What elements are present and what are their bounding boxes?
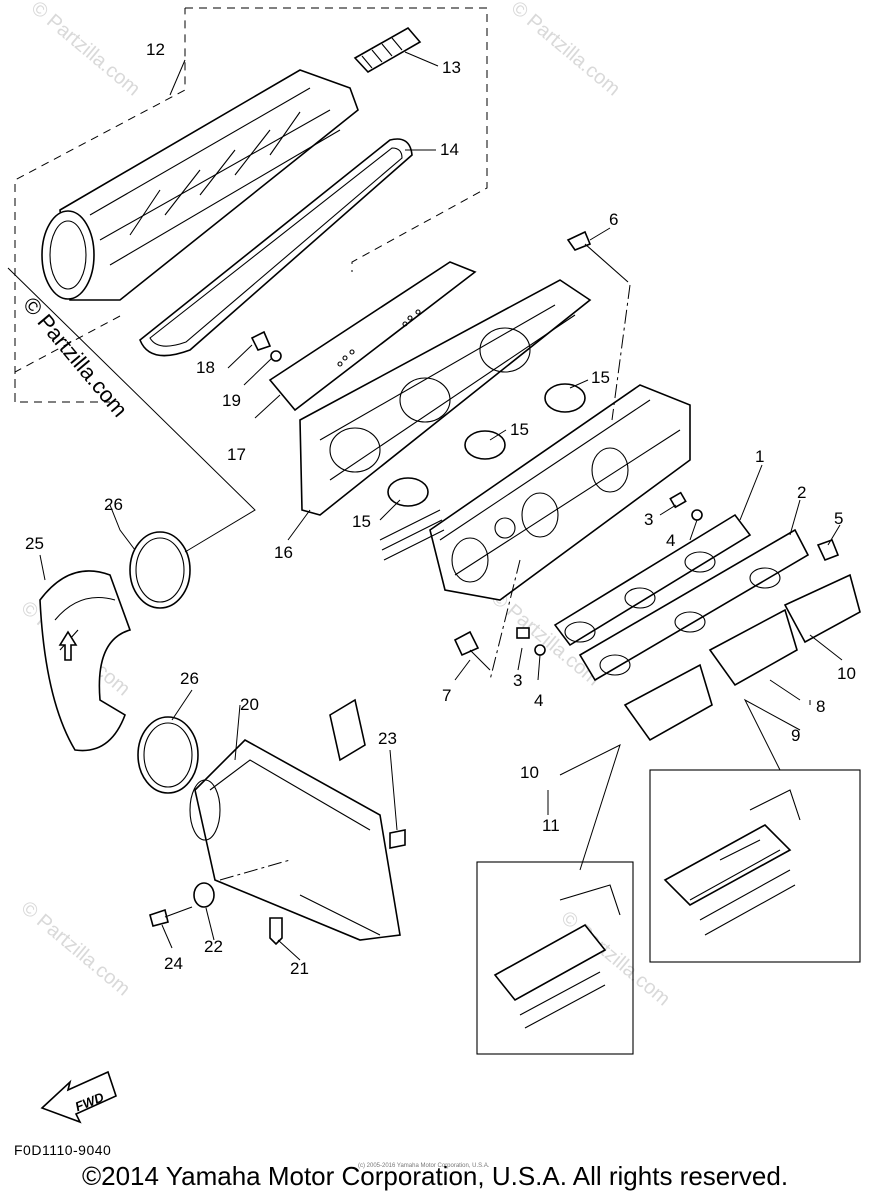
connection-lines bbox=[7, 267, 631, 881]
drain-21 bbox=[269, 917, 283, 946]
callout-label: 25 bbox=[25, 534, 44, 553]
filter-element bbox=[353, 26, 422, 74]
leader-lines bbox=[39, 51, 843, 961]
reed-valves bbox=[623, 573, 861, 742]
air-box-cover bbox=[41, 69, 359, 301]
grommet-23 bbox=[389, 829, 406, 849]
callout-label: 26 bbox=[180, 669, 199, 688]
callout-label: 15 bbox=[510, 420, 529, 439]
filter-plate bbox=[268, 261, 477, 412]
callout-labels: 1 2 3 3 4 4 5 6 7 8 9 10 10 11 12 13 14 … bbox=[25, 40, 856, 978]
arrow-marker bbox=[58, 630, 78, 661]
callout-label: 4 bbox=[666, 531, 675, 550]
callout-label: 20 bbox=[240, 695, 259, 714]
callout-label: 15 bbox=[352, 512, 371, 531]
watermark: © Partzilla.com bbox=[17, 897, 134, 1000]
callout-label: 14 bbox=[440, 140, 459, 159]
callout-label: 8 bbox=[816, 697, 825, 716]
fwd-arrow-icon: FWD bbox=[40, 1070, 117, 1124]
callout-label: 2 bbox=[797, 483, 806, 502]
callout-label: 21 bbox=[290, 959, 309, 978]
airbox-group-outline bbox=[14, 7, 488, 403]
callout-label: 9 bbox=[791, 726, 800, 745]
callout-label: 19 bbox=[222, 391, 241, 410]
air-box-gasket bbox=[139, 138, 413, 357]
watermark: © Partzilla.com bbox=[507, 0, 624, 100]
reed-detail-11 bbox=[493, 884, 621, 1029]
callout-label: 10 bbox=[837, 664, 856, 683]
o-rings bbox=[387, 383, 586, 507]
hose-clamp-lower bbox=[137, 716, 199, 794]
callout-label: 18 bbox=[196, 358, 215, 377]
callout-label: 16 bbox=[274, 543, 293, 562]
throttle-body-assembly bbox=[379, 384, 691, 601]
callout-label: 1 bbox=[755, 447, 764, 466]
callout-label: 11 bbox=[542, 816, 560, 835]
watermark: © Partzilla.com bbox=[27, 0, 144, 100]
callout-label: 22 bbox=[204, 937, 223, 956]
detail-box-11 bbox=[476, 861, 634, 1055]
callout-label: 4 bbox=[534, 691, 543, 710]
air-box-base bbox=[299, 279, 592, 516]
intake-gasket-2 bbox=[578, 528, 810, 682]
intake-duct bbox=[39, 570, 132, 752]
callout-label: 5 bbox=[834, 509, 843, 528]
callout-label: 10 bbox=[520, 763, 539, 782]
callout-label: 23 bbox=[378, 729, 397, 748]
callout-label: 12 bbox=[146, 40, 165, 59]
callout-label: 7 bbox=[442, 686, 451, 705]
callout-label: 17 bbox=[227, 445, 246, 464]
watermark: © Partzilla.com bbox=[487, 587, 604, 690]
reed-detail-9 bbox=[663, 789, 801, 936]
callout-label: 24 bbox=[164, 954, 183, 973]
callout-label: 13 bbox=[442, 58, 461, 77]
callout-label: 3 bbox=[513, 671, 522, 690]
hardware bbox=[250, 230, 840, 671]
intake-silencer bbox=[189, 698, 401, 941]
detail-box-9 bbox=[649, 769, 861, 963]
bolt-24 bbox=[149, 908, 169, 927]
grommet-22 bbox=[193, 882, 215, 908]
intake-gasket-1 bbox=[553, 513, 752, 647]
figure-code: F0D1110-9040 bbox=[14, 1142, 112, 1158]
copyright-notice: ©2014 Yamaha Motor Corporation, U.S.A. A… bbox=[81, 1161, 789, 1191]
hose-clamp-upper bbox=[129, 531, 191, 609]
callout-label: 15 bbox=[591, 368, 610, 387]
callout-label: 26 bbox=[104, 495, 123, 514]
callout-label: 6 bbox=[609, 210, 618, 229]
callout-label: 3 bbox=[644, 510, 653, 529]
small-print: (c) 2005-2016 Yamaha Motor Corporation, … bbox=[358, 1163, 490, 1169]
